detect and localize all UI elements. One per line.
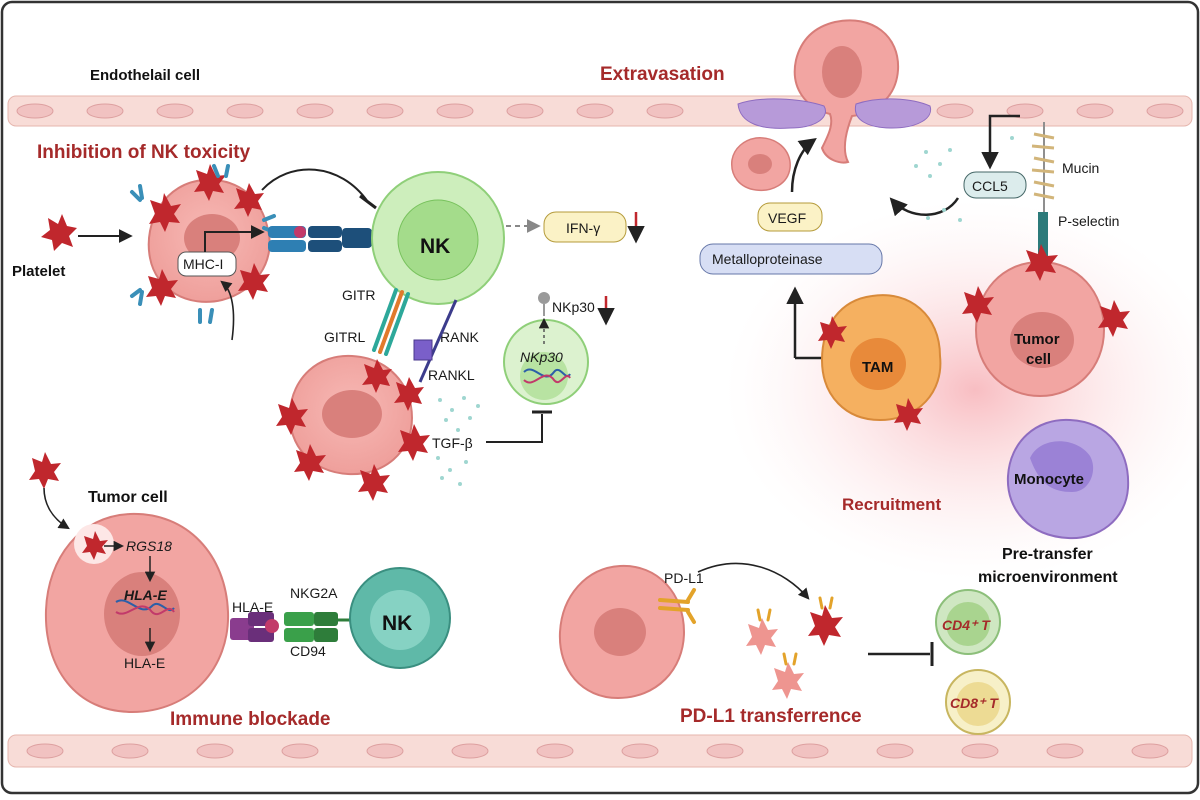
hlae-gene-label: HLA-E (124, 587, 167, 603)
vegf-box (757, 202, 823, 232)
metallo-label: Metalloproteinase (712, 251, 823, 267)
pdl1-receptor (658, 588, 696, 624)
hlae-receptor-label: HLA-E (232, 599, 273, 615)
tumor-right-label-1: Tumor (1014, 331, 1060, 348)
metallo-box (699, 243, 883, 275)
mhc-label: MHC-I (183, 256, 223, 272)
small-tumor-cell (731, 137, 791, 192)
ccl5-label: CCL5 (972, 178, 1008, 194)
nk-bottom-label: NK (382, 612, 412, 635)
rgs18-label: RGS18 (126, 538, 172, 554)
inhibition-bar (359, 194, 377, 210)
tumor-cell-right (962, 244, 1130, 398)
ccl5-box (963, 171, 1027, 199)
pdl1-transfer-arrow (697, 562, 810, 600)
tgf-label: TGF-β (432, 435, 473, 451)
nk-cell-top (371, 171, 505, 305)
tumor-cell-pdl1 (558, 564, 686, 700)
endothelium-top (7, 95, 1193, 127)
mhc-arrow (204, 225, 265, 252)
rankl-label: RANKL (428, 367, 475, 383)
immune-blockade-title: Immune blockade (170, 709, 331, 730)
vegf-up-arrow (790, 137, 817, 193)
endothelial-gap-cells (737, 98, 932, 129)
rank-receptor (413, 299, 458, 383)
ifn-label: IFN-γ (566, 220, 600, 236)
hlae-receptor-complex (230, 612, 352, 642)
gitr-label: GITR (342, 287, 375, 303)
ccl5-dots (914, 136, 1014, 222)
nk-top-label: NK (420, 235, 450, 258)
tam-label: TAM (862, 359, 893, 376)
gitr-receptor (372, 288, 410, 356)
inhibition-arc (261, 168, 369, 203)
cd8-tcell (945, 669, 1011, 735)
tgf-dots (436, 396, 480, 486)
rank-label: RANK (440, 329, 480, 345)
cd4-tcell (935, 589, 1001, 655)
cd4-label: CD4⁺ T (942, 617, 991, 633)
tumor-right-label-2: cell (1026, 351, 1051, 368)
tumor-left-label: Tumor cell (88, 489, 168, 506)
gitrl-label: GITRL (324, 329, 365, 345)
tumor-cell-left (44, 512, 230, 714)
platelet-entry-arrow (43, 487, 70, 530)
tgf-inhibit-line (486, 414, 543, 443)
nk-cell-bottom (349, 567, 451, 669)
endothelium-bottom (7, 734, 1193, 768)
ccl5-down-arrow (981, 114, 1020, 170)
nkp30-receptor-icon (538, 292, 550, 304)
ifn-box (543, 211, 627, 243)
tumor-cell-gitr (276, 354, 430, 501)
nk-cell-nkp30 (503, 319, 589, 405)
platelet-label: Platelet (12, 263, 65, 280)
pselectin-label: P-selectin (1058, 213, 1119, 229)
vegf-label: VEGF (768, 210, 806, 226)
mhc-box (177, 251, 237, 277)
platelets-pdl1 (746, 596, 843, 699)
hlae-out-label: HLA-E (124, 655, 165, 671)
monocyte-cell (1006, 418, 1130, 540)
cd94-label: CD94 (290, 643, 326, 659)
nkp30-gene-label: NKp30 (520, 349, 563, 365)
endothelial-label: Endothelail cell (90, 67, 200, 84)
cd8-label: CD8⁺ T (950, 695, 999, 711)
mucin-label: Mucin (1062, 160, 1099, 176)
ccl5-arrow (889, 197, 960, 217)
tam-cell (818, 294, 942, 431)
platelet-icon (41, 214, 77, 251)
feedback-arrow (220, 280, 235, 341)
nkp30-label: NKp30 (552, 299, 595, 315)
monocyte-label: Monocyte (1014, 471, 1084, 488)
mhc-receptor-complex (268, 226, 372, 252)
pdl1-transfer-title: PD-L1 transferrence (680, 706, 862, 727)
nkg2a-label: NKG2A (290, 585, 338, 601)
pdl1-label: PD-L1 (664, 570, 704, 586)
mucin-glyph (1031, 122, 1055, 258)
extravasation-title: Extravasation (600, 64, 725, 85)
platelet-small-icon (29, 452, 61, 489)
tumor-cell-extravasating (793, 19, 900, 164)
pretransfer-label-2: microenvironment (978, 569, 1118, 586)
recruitment-label: Recruitment (842, 495, 942, 514)
inhibition-title: Inhibition of NK toxicity (37, 142, 251, 163)
pretransfer-label-1: Pre-transfer (1002, 546, 1093, 563)
